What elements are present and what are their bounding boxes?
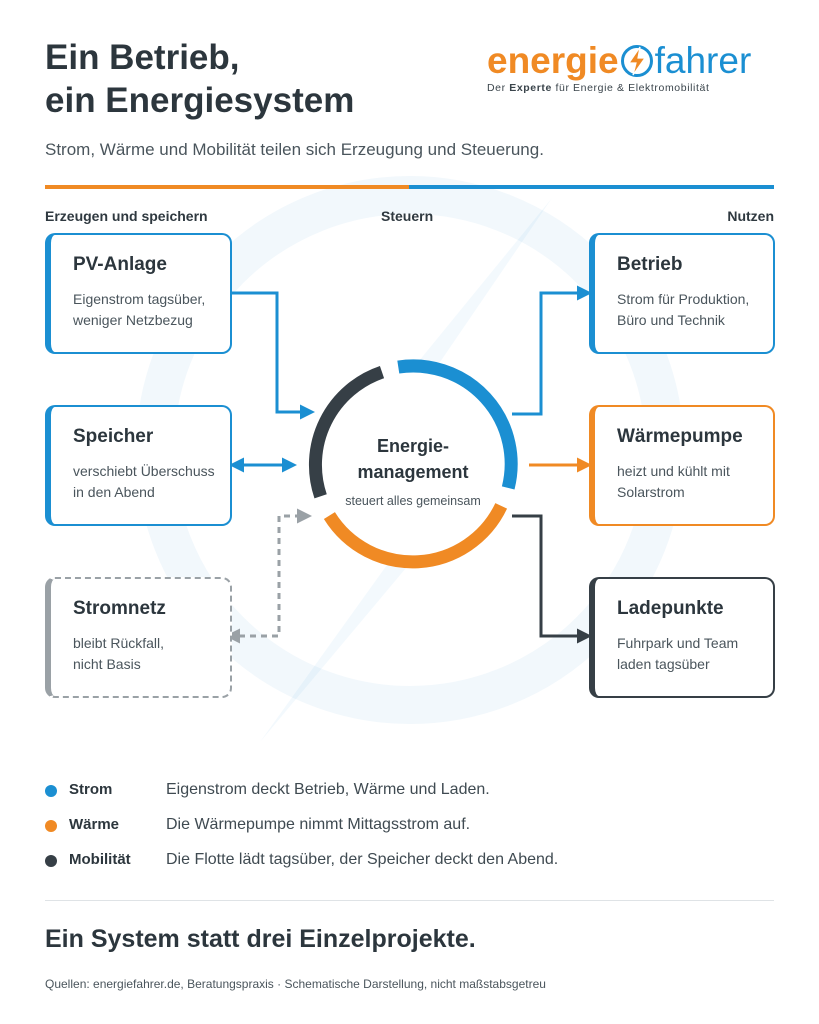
- connector-betrieb: [512, 285, 592, 416]
- title-line-2: ein Energiesystem: [45, 81, 355, 120]
- legend-dot-mobilitaet: [45, 855, 57, 867]
- column-heading-center: Steuern: [381, 208, 434, 224]
- center-title-line-2: management: [357, 462, 469, 482]
- connector-ladepunkte: [512, 514, 592, 644]
- center-subtitle: steuert alles gemeinsam: [345, 494, 481, 508]
- page-title: Ein Betrieb, ein Energiesystem: [45, 36, 354, 122]
- title-line-1: Ein Betrieb,: [45, 38, 240, 77]
- connector-pv: [232, 291, 315, 420]
- logo-word-energie: energie: [487, 40, 619, 81]
- energiefahrer-logo: energie fahrer Der Experte für Energie &…: [487, 40, 777, 94]
- card-title: PV-Anlage: [73, 254, 167, 275]
- center-title-line-1: Energie-: [376, 436, 450, 456]
- legend-label-mobilitaet: Mobilität: [69, 851, 131, 868]
- column-heading-right: Nutzen: [727, 208, 774, 224]
- card-title: Stromnetz: [73, 598, 166, 619]
- legend-text-waerme: Die Wärmepumpe nimmt Mittagsstrom auf.: [166, 816, 471, 833]
- card-description: bleibt Rückfall,nicht Basis: [73, 635, 165, 672]
- source-note: Quellen: energiefahrer.de, Beratungsprax…: [45, 977, 546, 991]
- footer-divider: [45, 900, 774, 901]
- card-description: Strom für Produktion,Büro und Technik: [617, 291, 750, 328]
- energy-management-ring: [308, 359, 518, 569]
- legend-dot-strom: [45, 785, 57, 797]
- legend-label-waerme: Wärme: [69, 816, 120, 833]
- card-title: Betrieb: [617, 254, 683, 275]
- lightning-bolt-icon: [620, 45, 653, 77]
- ring-segment-blue: [397, 359, 518, 490]
- card-title: Wärmepumpe: [617, 426, 743, 447]
- card-stromnetz: Stromnetz bleibt Rückfall,nicht Basis: [45, 577, 232, 698]
- divider-blue: [409, 185, 774, 189]
- center-title: Energie- management: [323, 433, 503, 485]
- card-title: Ladepunkte: [617, 598, 724, 619]
- legend-text-strom: Eigenstrom deckt Betrieb, Wärme und Lade…: [166, 781, 490, 798]
- conclusion: Ein System statt drei Einzelprojekte.: [45, 925, 476, 953]
- subtitle: Strom, Wärme und Mobilität teilen sich E…: [45, 140, 544, 159]
- legend-text-mobilitaet: Die Flotte lädt tagsüber, der Speicher d…: [166, 851, 559, 868]
- card-title: Speicher: [73, 426, 154, 447]
- column-heading-left: Erzeugen und speichern: [45, 208, 208, 224]
- connector-netz: [225, 508, 312, 644]
- logo-tagline: Der Experte für Energie & Elektromobilit…: [487, 82, 710, 94]
- card-betrieb: Betrieb Strom für Produktion,Büro und Te…: [589, 233, 775, 354]
- divider-orange: [45, 185, 409, 189]
- logo-word-fahrer: fahrer: [654, 40, 752, 81]
- card-description: Eigenstrom tagsüber,weniger Netzbezug: [73, 291, 206, 328]
- legend-label-strom: Strom: [69, 781, 113, 798]
- ring-segment-orange: [323, 503, 508, 569]
- ring-segment-dark: [308, 365, 385, 499]
- legend-dot-waerme: [45, 820, 57, 832]
- card-pv-anlage: PV-Anlage Eigenstrom tagsüber,weniger Ne…: [45, 233, 232, 354]
